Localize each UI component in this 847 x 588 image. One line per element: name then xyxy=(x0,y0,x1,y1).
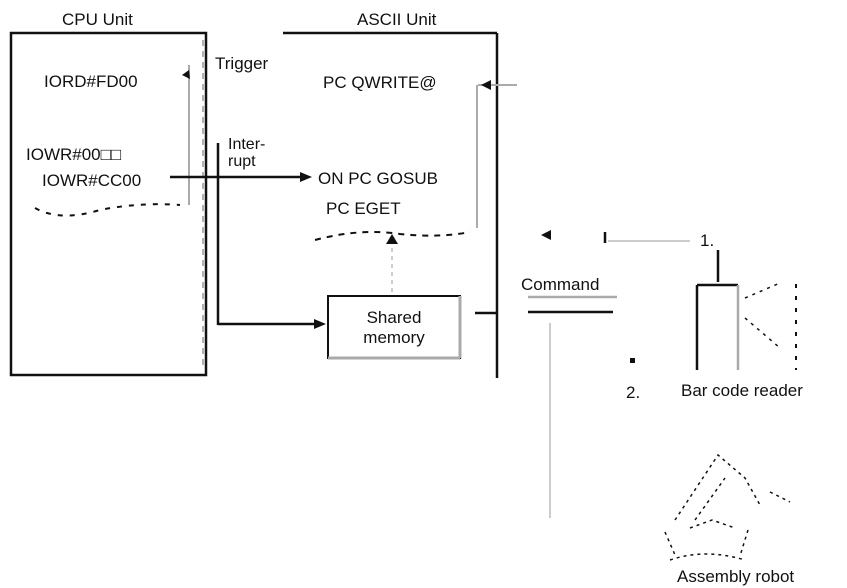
assembly-robot-label: Assembly robot xyxy=(677,568,794,585)
gosub-arrowhead xyxy=(300,172,312,182)
shared-memory-arrowhead xyxy=(314,319,326,329)
cpu-flow-path xyxy=(35,204,180,215)
instruction-iowr-00: IOWR#00□□ xyxy=(26,146,121,163)
trigger-label: Trigger xyxy=(215,55,268,72)
interrupt-label: Inter- rupt xyxy=(228,137,265,171)
statement-pc-qwrite: PC QWRITE@ xyxy=(323,74,437,91)
eget-arrowhead xyxy=(386,234,398,244)
statement-on-pc-gosub: ON PC GOSUB xyxy=(318,170,438,187)
statement-pc-eget: PC EGET xyxy=(326,200,401,217)
cpu-unit-title: CPU Unit xyxy=(62,11,133,28)
bar-code-reader-label: Bar code reader xyxy=(681,382,803,399)
reader-return-arrowhead xyxy=(541,230,551,240)
assembly-robot-icon xyxy=(665,455,790,560)
step-1-label: 1. xyxy=(700,232,714,249)
trigger-arrowhead xyxy=(182,70,190,79)
command-label: Command xyxy=(521,276,599,293)
bar-code-reader-icon xyxy=(697,283,796,370)
instruction-iowr-cc00: IOWR#CC00 xyxy=(42,172,141,189)
ascii-unit-title: ASCII Unit xyxy=(357,11,436,28)
step-2-marker xyxy=(630,358,635,363)
qwrite-arrowhead xyxy=(481,80,491,90)
step-2-label: 2. xyxy=(626,384,640,401)
shared-memory-label: Shared memory xyxy=(328,308,460,349)
instruction-iord: IORD#FD00 xyxy=(44,73,138,90)
